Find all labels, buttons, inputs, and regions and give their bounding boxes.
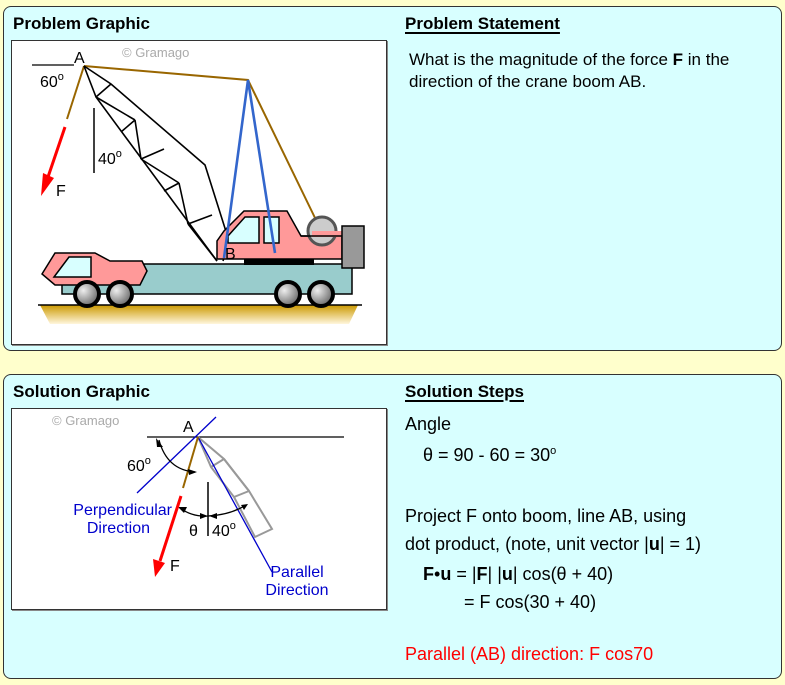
parallel-direction-line bbox=[197, 436, 273, 573]
step-angle-heading: Angle bbox=[405, 414, 452, 434]
force-arrow bbox=[46, 126, 67, 178]
solution-panel: Solution Graphic © Gramago A bbox=[3, 374, 782, 679]
angle-60-label: 60o bbox=[40, 71, 64, 91]
label-b: B bbox=[225, 246, 236, 263]
house-deck bbox=[312, 231, 344, 237]
problem-graphic-title: Problem Graphic bbox=[13, 14, 150, 33]
cab-window bbox=[52, 256, 92, 278]
angle-40-label: 40o bbox=[98, 148, 122, 168]
perpendicular-label-line2: Direction bbox=[87, 520, 150, 537]
solution-steps-title: Solution Steps bbox=[405, 382, 524, 401]
theta-label: θ bbox=[189, 523, 198, 540]
label-a: A bbox=[183, 419, 194, 436]
parallel-label-line1: Parallel bbox=[270, 564, 323, 581]
turntable bbox=[244, 259, 314, 265]
angle-40-label: 40o bbox=[212, 520, 236, 540]
house-window-front bbox=[227, 216, 260, 244]
problem-graphic: © Gramago 60o 40o bbox=[11, 40, 387, 345]
step-dot-product-equation: F•u = |F| |u| cos(θ + 40) bbox=[423, 564, 614, 584]
angle-60-label: 60o bbox=[127, 455, 151, 475]
arc-arrowhead bbox=[156, 438, 163, 447]
label-f: F bbox=[56, 183, 66, 200]
arc-arrowhead bbox=[209, 513, 217, 519]
step-project-line2: dot product, (note, unit vector |u| = 1) bbox=[405, 534, 702, 554]
step-theta-equation: θ = 90 - 60 = 30o bbox=[423, 445, 557, 465]
force-arrowhead bbox=[41, 173, 54, 196]
parallel-label-line2: Direction bbox=[265, 582, 328, 599]
step-project-line1: Project F onto boom, line AB, using bbox=[405, 506, 687, 526]
arc-arrowhead bbox=[200, 513, 208, 519]
step-result: Parallel (AB) direction: F cos70 bbox=[405, 644, 654, 664]
force-arrow bbox=[158, 495, 183, 562]
watermark: © Gramago bbox=[52, 413, 119, 428]
ground bbox=[40, 305, 358, 324]
solution-graphic-title: Solution Graphic bbox=[13, 382, 150, 401]
counterweight bbox=[341, 225, 365, 269]
step-project-text: Project F onto boom, line AB, using dot … bbox=[405, 502, 701, 558]
force-arrowhead bbox=[153, 559, 165, 577]
watermark: © Gramago bbox=[122, 45, 189, 60]
cable-segment-force bbox=[66, 65, 85, 120]
truck-cab bbox=[41, 252, 148, 286]
problem-statement: What is the magnitude of the force F in … bbox=[409, 50, 730, 91]
problem-panel: Problem Graphic © Gramago 60o 40o bbox=[3, 6, 782, 351]
perpendicular-label-line1: Perpendicular bbox=[73, 502, 172, 519]
vector-diagram: © Gramago A 60o bbox=[52, 413, 344, 599]
cable-segment bbox=[182, 436, 199, 489]
wheels bbox=[73, 280, 335, 308]
perpendicular-direction-line bbox=[136, 416, 217, 494]
cable bbox=[83, 65, 318, 223]
crane-boom bbox=[83, 65, 230, 262]
label-f: F bbox=[170, 558, 180, 575]
arc-arrowhead bbox=[188, 469, 197, 475]
problem-statement-title: Problem Statement bbox=[405, 14, 560, 33]
solution-graphic: © Gramago A 60o bbox=[11, 408, 387, 610]
crane-diagram: © Gramago 60o 40o bbox=[32, 45, 365, 324]
step-second-equation: = F cos(30 + 40) bbox=[464, 592, 597, 612]
arc-arrowhead bbox=[178, 507, 187, 513]
arc-arrowhead bbox=[241, 504, 248, 510]
label-a: A bbox=[74, 50, 85, 67]
mast-lines bbox=[222, 79, 277, 259]
